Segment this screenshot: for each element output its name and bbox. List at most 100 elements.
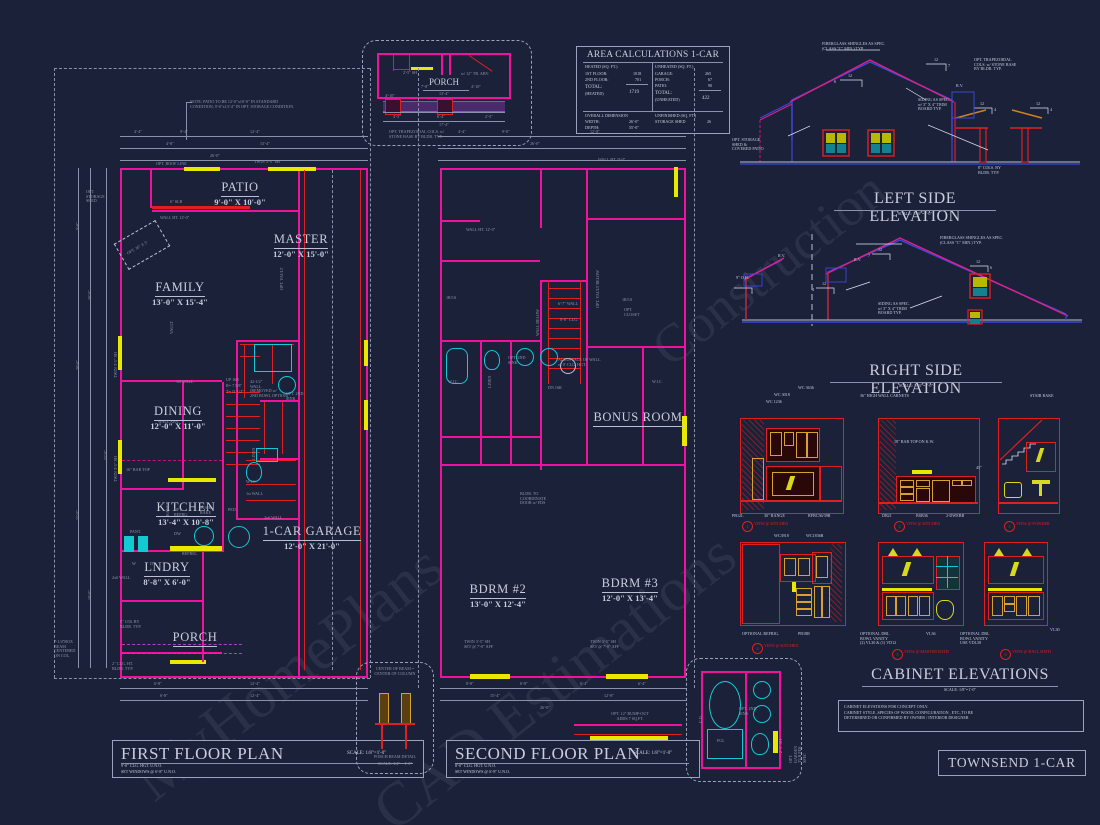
unheated-total-value: 422 xyxy=(702,96,710,101)
cabinet-label: PB18R xyxy=(798,631,810,636)
first-floor-note-1: 9'-0" CLG. HGT. U.N.O. xyxy=(121,763,163,768)
cabinet-view-2 xyxy=(878,418,980,514)
pitch: 4 xyxy=(812,287,815,292)
left-elev-annot-2: OPT. STORAGE SHED & COVERED PATIO xyxy=(732,137,764,152)
left-elev-rv: R.V. xyxy=(956,83,964,88)
cabinet-label: 30" RANGE xyxy=(764,513,785,518)
porch-beam-detail: CENTER OF BEAM = CENTER OF COLUMN PORCH … xyxy=(356,662,434,774)
pitch: 12 xyxy=(934,57,939,62)
unheated-total-sub: (UNHEATED) xyxy=(655,97,680,102)
first-floor-title: FIRST FLOOR PLAN xyxy=(121,744,284,763)
cabinet-label: WC 3636 xyxy=(798,385,814,390)
cabinet-label: WC3918 xyxy=(774,533,789,538)
cabinet-view-1 xyxy=(740,418,844,514)
sheet-title-block: TOWNSEND 1-CAR xyxy=(938,750,1086,776)
unheated-row-label-0: GARAGE: xyxy=(655,71,674,76)
area-calculations-title: AREA CALCULATIONS 1-CAR xyxy=(586,50,720,60)
heated-row-value-0: 1018 xyxy=(633,71,642,76)
cabinet-view-caption: VIEW @ MASTER BATH xyxy=(904,649,949,654)
cabinet-view-6 xyxy=(984,542,1048,626)
cabinet-view-num: 2 xyxy=(894,521,905,532)
pitch: 4 xyxy=(1050,107,1053,112)
cabinet-view-5 xyxy=(878,542,964,626)
pitch: 12 xyxy=(822,281,827,286)
right-elevation-title: RIGHT SIDE ELEVATION xyxy=(869,362,963,397)
right-elev-rv2: R.V. xyxy=(778,253,786,258)
first-floor-note-2: SET WINDOWS @ 6'-8" U.N.O. xyxy=(121,769,177,774)
pitch: 12 xyxy=(1036,101,1041,106)
unheated-row-label-2: PATIO: xyxy=(655,83,668,88)
cabinet-elevations-note: CABINET ELEVATIONS FOR CONCEPT ONLY. CAB… xyxy=(844,704,974,721)
right-elev-oh: 9" O.H. xyxy=(736,275,749,280)
porch-beam-title: PORCH BEAM DETAIL xyxy=(374,754,416,759)
cabinet-label: BSB36 xyxy=(916,513,928,518)
unheated-total-label: TOTAL: xyxy=(655,91,673,96)
unheated-row-label-1: PORCH: xyxy=(655,77,670,82)
first-floor-plan: NOTE: PATIO TO BE 12'-0"x10'-0" IN STAND… xyxy=(50,40,400,760)
heated-row-label-1: 2ND FLOOR: xyxy=(585,77,609,82)
room-porch-first: PORCH xyxy=(150,628,240,647)
pitch: 12 xyxy=(878,247,883,252)
porch-detail-title: PORCH xyxy=(428,77,459,87)
right-elev-rv: R.V. xyxy=(854,257,862,262)
pitch: 7 xyxy=(868,253,871,258)
unheated-row-value-2: 90 xyxy=(708,83,713,88)
unfinished-row-value-0: 26 xyxy=(707,119,712,124)
cabinet-note-box: CABINET ELEVATIONS FOR CONCEPT ONLY. CAB… xyxy=(838,700,1084,732)
second-floor-scale: SCALE: 1/8"=1'-0" xyxy=(633,751,673,756)
pitch: 12 xyxy=(848,73,853,78)
cabinet-view-caption: VIEW @ POWDER xyxy=(1016,521,1050,526)
pitch: 6 xyxy=(834,79,837,84)
first-floor-patio-note: NOTE: PATIO TO BE 12'-0"x10'-0" IN STAND… xyxy=(190,99,295,109)
cabinet-view-num: 5 xyxy=(892,649,903,660)
cabinet-label: PB12L xyxy=(732,513,744,518)
cabinet-elevations-title: CABINET ELEVATIONS xyxy=(871,666,1049,683)
left-elevation-title: LEFT SIDE ELEVATION xyxy=(869,190,961,225)
unheated-header: UNHEATED (SQ. FT.) xyxy=(655,64,694,69)
left-elev-annot-3: 8" COLS. BY BLDR. TYP. xyxy=(978,165,1001,175)
cabinet-label: WC1836R xyxy=(806,533,824,538)
room-dining: DINING 12'-0" X 11'-0" xyxy=(150,404,206,431)
room-bdrm3: BDRM #3 12'-0" X 13'-4" xyxy=(601,576,659,603)
overall-row-value-0: 26'-0" xyxy=(629,119,639,124)
cabinet-label: WC 3018 xyxy=(774,392,790,397)
cabinet-label: VL30 xyxy=(1050,627,1060,632)
second-floor-note-1: 8'-0" CLG. HGT. U.N.O. xyxy=(455,763,497,768)
right-side-elevation: FIBERGLASS SHINGLES AS SPEC. (CLASS "C" … xyxy=(730,222,1090,397)
room-family: FAMILY 13'-0" X 15'-4" xyxy=(152,280,208,307)
cabinet-label: 2-DWEBB xyxy=(946,513,965,518)
cabinet-label: WC 1236 xyxy=(766,399,782,404)
heated-total-value: 1719 xyxy=(629,90,639,95)
room-garage: 1-CAR GARAGE 12'-0" X 21'-0" xyxy=(262,524,362,551)
cabinet-view-caption: VIEW @ HALL BATH xyxy=(1012,649,1051,654)
cabinet-view-num: 3 xyxy=(1004,521,1015,532)
pitch: 4 xyxy=(994,107,997,112)
cabinet-elevations-scale: SCALE: 1/8"=1'-0" xyxy=(943,687,977,692)
cabinet-label: OPTIONAL REFRIG. xyxy=(742,631,779,636)
unfinished-header: UNFINISHED (SQ. FT.) xyxy=(655,113,697,118)
cabinet-label: STAIR RAKE xyxy=(1030,393,1054,398)
overall-header: OVERALL DIMENSION xyxy=(585,113,628,118)
overall-row-label-0: WIDTH: xyxy=(585,119,600,124)
unheated-row-value-1: 67 xyxy=(708,77,713,82)
left-side-elevation: FIBERGLASS SHINGLES AS SPEC. (CLASS "C" … xyxy=(730,40,1090,225)
room-bonus: BONUS ROOM xyxy=(588,408,688,427)
cabinet-label: RFBC36/39R xyxy=(808,513,831,518)
unfinished-row-label-0: STORAGE SHED xyxy=(655,119,686,124)
room-bdrm2: BDRM #2 13'-0" X 12'-4" xyxy=(469,582,527,609)
heated-row-value-1: 701 xyxy=(635,77,642,82)
room-patio: PATIO 9'-0" X 10'-0" xyxy=(214,180,266,207)
cabinet-view-caption: VIEW @ KITCHEN xyxy=(754,521,789,526)
cabinet-elevations-group: 36" HIGH WALL CARNETS WC 1236 WC 3018 WC… xyxy=(730,385,1094,662)
unheated-row-value-0: 265 xyxy=(705,71,712,76)
second-floor-title: SECOND FLOOR PLAN xyxy=(455,744,641,763)
overall-row-label-1: DEPTH: xyxy=(585,125,600,130)
heated-header: HEATED (SQ. FT.) xyxy=(585,64,618,69)
pitch: 7 xyxy=(948,63,951,68)
area-calculations-panel: AREA CALCULATIONS 1-CAR HEATED (SQ. FT.)… xyxy=(576,46,730,134)
sheet-title: TOWNSEND 1-CAR xyxy=(948,755,1076,770)
first-floor-title-block: FIRST FLOOR PLAN 9'-0" CLG. HGT. U.N.O. … xyxy=(112,740,424,778)
pitch: 6 xyxy=(990,265,993,270)
